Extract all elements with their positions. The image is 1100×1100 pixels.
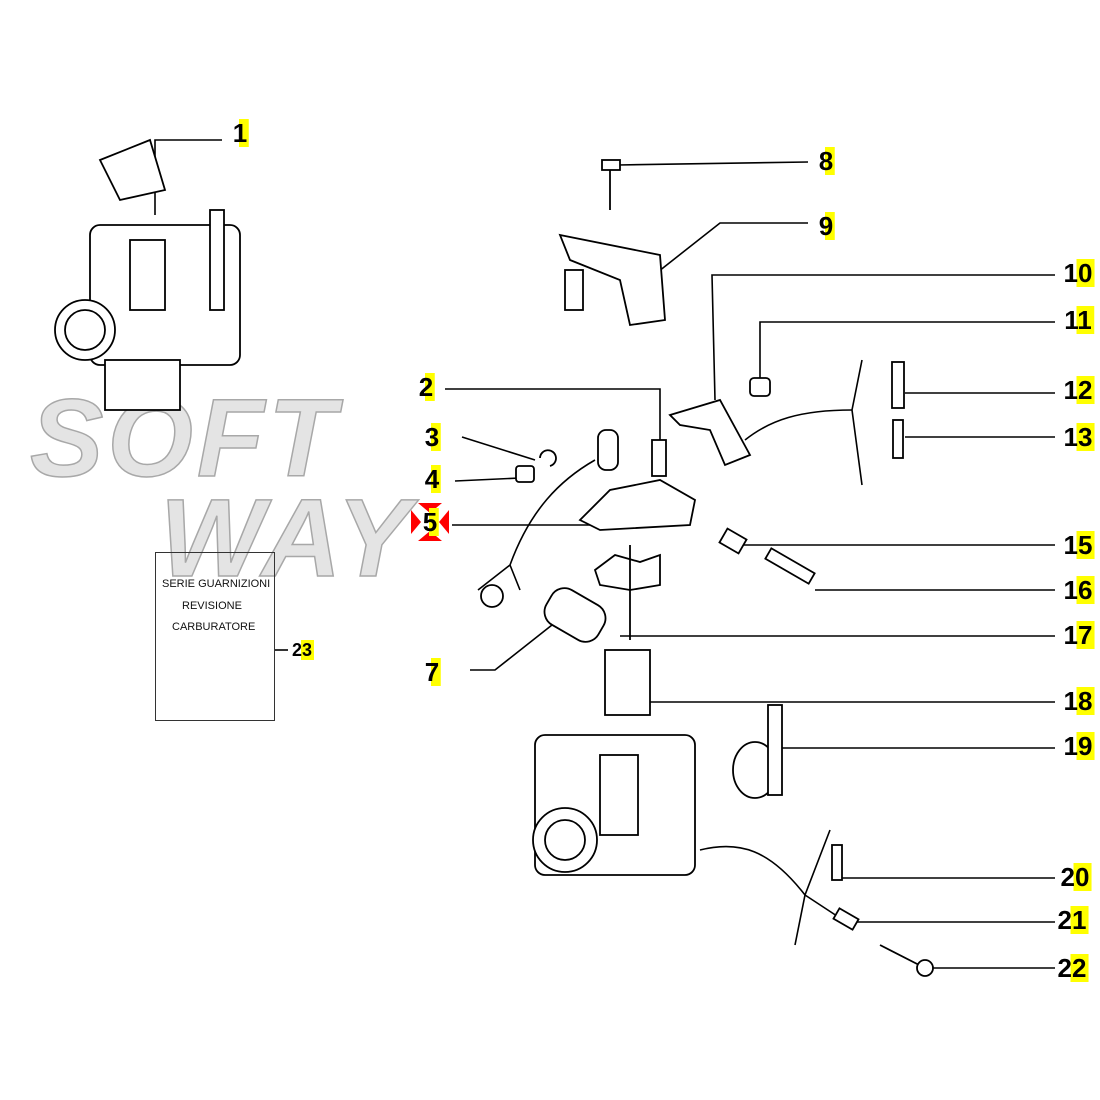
callout-21[interactable]: 21 (1055, 905, 1089, 935)
callout-23[interactable]: 23 (289, 640, 315, 660)
callout-5[interactable]: 5 (420, 507, 440, 537)
callout-18[interactable]: 18 (1061, 686, 1095, 716)
watermark-way: WAY (159, 476, 415, 601)
kit-subtitle: REVISIONE (182, 600, 242, 612)
callout-17[interactable]: 17 (1061, 620, 1095, 650)
callout-22[interactable]: 22 (1055, 953, 1089, 983)
callout-11[interactable]: 11 (1062, 305, 1094, 335)
callout-2[interactable]: 2 (416, 372, 436, 402)
callout-12[interactable]: 12 (1061, 375, 1095, 405)
callout-8[interactable]: 8 (816, 146, 836, 176)
callout-9[interactable]: 9 (816, 211, 836, 241)
callout-20[interactable]: 20 (1058, 862, 1092, 892)
callout-13[interactable]: 13 (1061, 422, 1095, 452)
leader-lines (154, 139, 1055, 969)
callout-1[interactable]: 1 (230, 118, 250, 148)
callout-16[interactable]: 16 (1061, 575, 1095, 605)
callout-15[interactable]: 15 (1061, 530, 1095, 560)
kit-subtitle-2: CARBURATORE (172, 621, 256, 633)
callout-3[interactable]: 3 (422, 422, 442, 452)
callout-4[interactable]: 4 (422, 464, 442, 494)
gasket-kit-box: SERIE GUARNIZIONI REVISIONE CARBURATORE (155, 552, 275, 721)
callout-10[interactable]: 10 (1061, 258, 1095, 288)
callout-7[interactable]: 7 (422, 657, 442, 687)
watermark-soft: SOFT (29, 376, 340, 501)
callout-19[interactable]: 19 (1061, 731, 1095, 761)
kit-title: SERIE GUARNIZIONI (162, 578, 271, 590)
part-illustrations (54, 138, 934, 977)
